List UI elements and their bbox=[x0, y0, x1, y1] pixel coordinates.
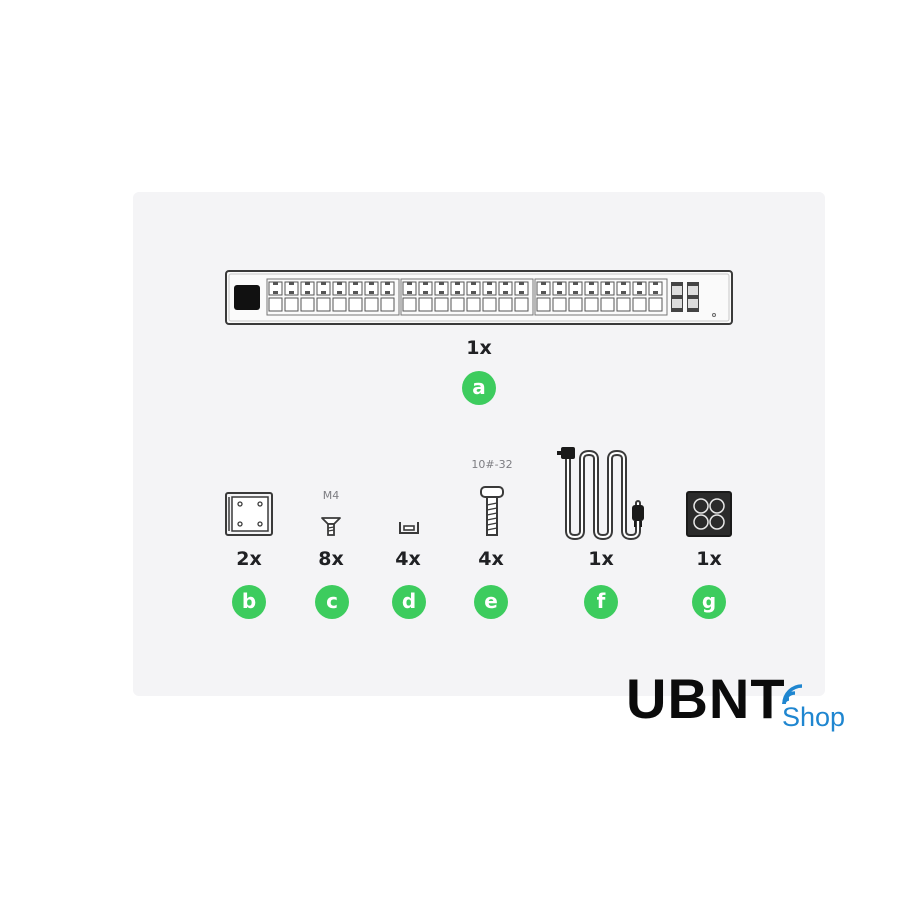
ethernet-port bbox=[284, 297, 299, 312]
m4-screw-illustration bbox=[321, 517, 341, 536]
item-b-badge: b bbox=[232, 585, 266, 619]
ethernet-port bbox=[482, 297, 497, 312]
rack-screw-illustration bbox=[480, 486, 504, 536]
ubnt-logo-text: UBNT bbox=[626, 667, 786, 730]
ethernet-port bbox=[584, 297, 599, 312]
ethernet-port bbox=[434, 297, 449, 312]
ethernet-port bbox=[498, 297, 513, 312]
item-d-quantity: 4x bbox=[395, 548, 421, 570]
item-c-quantity: 8x bbox=[318, 548, 344, 570]
ethernet-port bbox=[632, 297, 647, 312]
item-c-spec: M4 bbox=[322, 489, 340, 502]
power-cord-illustration bbox=[557, 447, 644, 540]
item-c-badge: c bbox=[315, 585, 349, 619]
item-f-quantity: 1x bbox=[588, 548, 614, 570]
ethernet-port bbox=[616, 297, 631, 312]
item-e-badge: e bbox=[474, 585, 508, 619]
ethernet-port bbox=[418, 297, 433, 312]
contents-panel bbox=[133, 192, 825, 696]
ethernet-port bbox=[316, 297, 331, 312]
item-b-quantity: 2x bbox=[236, 548, 262, 570]
ethernet-port bbox=[300, 297, 315, 312]
item-f-badge: f bbox=[584, 585, 618, 619]
switch-illustration bbox=[225, 270, 733, 325]
ethernet-port bbox=[536, 297, 551, 312]
ethernet-port bbox=[348, 297, 363, 312]
cable-clip-illustration bbox=[399, 522, 419, 534]
item-e-spec: 10#-32 bbox=[471, 458, 513, 471]
ethernet-port bbox=[268, 297, 283, 312]
ethernet-port bbox=[466, 297, 481, 312]
ethernet-port bbox=[568, 297, 583, 312]
ethernet-port bbox=[514, 297, 529, 312]
ethernet-port bbox=[450, 297, 465, 312]
ethernet-port bbox=[600, 297, 615, 312]
wifi-signal-icon bbox=[782, 684, 803, 705]
item-g-badge: g bbox=[692, 585, 726, 619]
ethernet-port bbox=[648, 297, 663, 312]
ethernet-port bbox=[380, 297, 395, 312]
item-a-quantity: 1x bbox=[466, 337, 492, 359]
rubber-feet-illustration bbox=[686, 491, 732, 537]
ethernet-port bbox=[402, 297, 417, 312]
ethernet-port bbox=[552, 297, 567, 312]
shop-logo-text: Shop bbox=[782, 702, 846, 732]
item-d-badge: d bbox=[392, 585, 426, 619]
item-a-badge: a bbox=[462, 371, 496, 405]
rack-ear-illustration bbox=[225, 492, 273, 536]
item-g-quantity: 1x bbox=[696, 548, 722, 570]
item-e-quantity: 4x bbox=[478, 548, 504, 570]
ethernet-port bbox=[364, 297, 379, 312]
ethernet-port bbox=[332, 297, 347, 312]
